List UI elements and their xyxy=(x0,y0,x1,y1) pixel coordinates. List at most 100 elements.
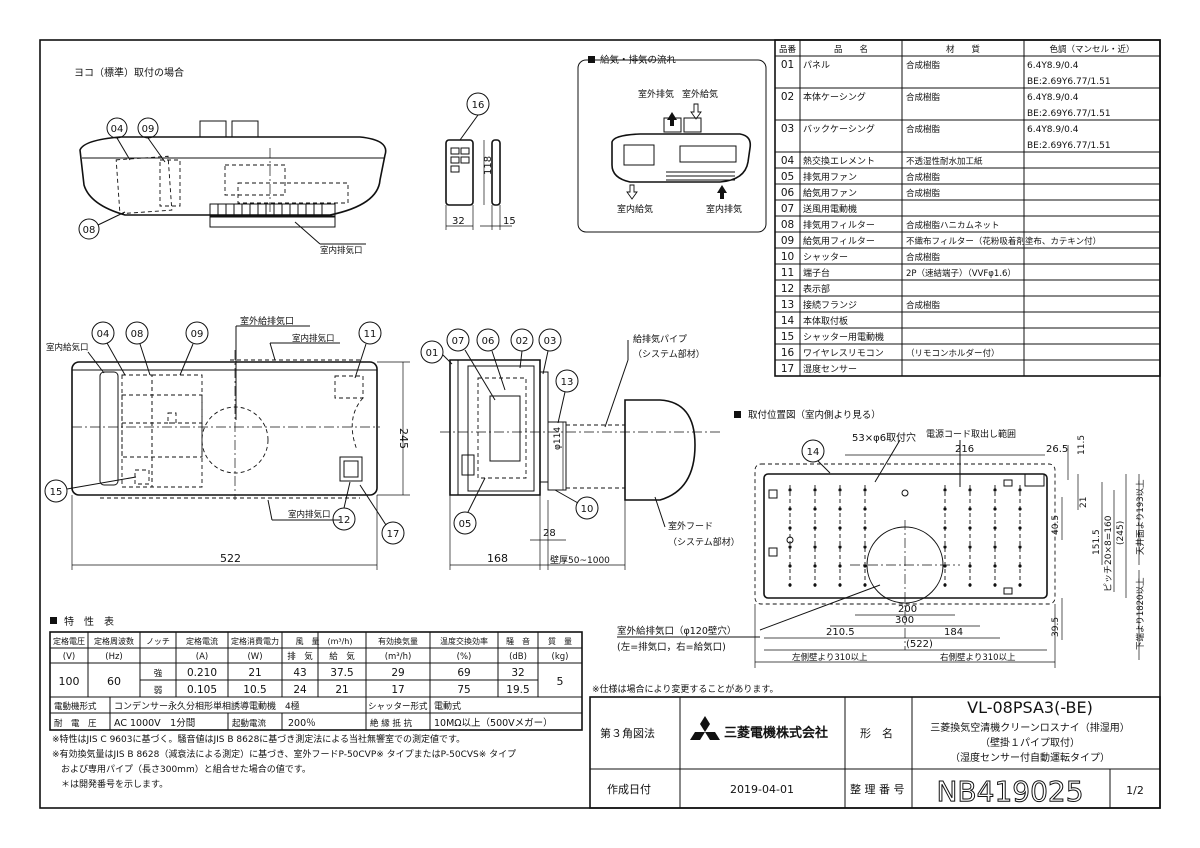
parts-header-1: 品 名 xyxy=(834,44,868,55)
part-name-02: 本体ケーシング xyxy=(803,91,866,103)
model-number: VL-08PSA3(-BE) xyxy=(967,698,1093,717)
part-material-13: 合成樹脂 xyxy=(906,300,941,311)
part-color-02-0: 6.4Y8.9/0.4 xyxy=(1027,93,1079,103)
mitsubishi-logo-icon xyxy=(690,716,720,740)
side-pipe-label: 給排気パイプ xyxy=(633,333,687,345)
airflow-indoor-exhaust: 室内排気 xyxy=(706,203,742,215)
part-material-06: 合成樹脂 xyxy=(906,188,941,199)
spec-air-sup-1: 21 xyxy=(335,684,348,696)
spec-header-h_noise: 騒 音 xyxy=(506,636,530,646)
front-view: 室内排気口 04 09 08 xyxy=(78,117,387,256)
part-name-10: シャッター xyxy=(803,252,848,263)
spec-power-1: 10.5 xyxy=(243,684,266,696)
plan-view: 522 245 室内給気口 室外給排気口 室内排気口 室内排気口 04 08 0… xyxy=(44,315,410,570)
airflow-indoor-supply: 室内給気 xyxy=(617,203,653,215)
side-callout-03: 03 xyxy=(544,336,557,347)
spec-temp-0: 69 xyxy=(457,667,470,679)
plan-outdoor-port-label: 室外給排気口 xyxy=(240,315,294,327)
mount-dim-151-5: 151.5 xyxy=(1092,529,1102,555)
side-hood-note: （システム部材） xyxy=(668,536,740,548)
parts-header-2: 材 質 xyxy=(946,44,981,55)
note-line-2: ※有効換気量はJIS B 8628（減衰法による測定）に基づき、室外フードP-5… xyxy=(52,748,516,760)
part-material-05: 合成樹脂 xyxy=(906,172,941,183)
plan-supply-label: 室内給気口 xyxy=(46,342,89,353)
airflow-title: 給気・排気の流れ xyxy=(600,54,677,66)
page-number: 1/2 xyxy=(1126,784,1144,797)
mount-dim-184: 184 xyxy=(944,627,963,638)
spec-table: 特 性 表定格電圧(V)定格周波数(Hz)ノッチ定格電流(A)定格消費電力(W)… xyxy=(49,615,583,731)
spec-header-h_voltage: 定格電圧 xyxy=(53,636,85,646)
parts-header-0: 品番 xyxy=(779,44,797,55)
part-color-03-1: BE:2.69Y6.77/1.51 xyxy=(1027,141,1111,151)
spec-insul-value: 10MΩ以上（500Vメガー） xyxy=(434,717,553,729)
part-material-08: 合成樹脂ハニカムネット xyxy=(906,220,1000,231)
part-no-16: 16 xyxy=(781,347,795,359)
part-no-07: 07 xyxy=(781,203,794,215)
spec-shutter-value: 電動式 xyxy=(434,700,461,712)
plan-callout-12: 12 xyxy=(338,515,351,526)
spec-withstand-label: 耐 電 圧 xyxy=(54,718,97,729)
spec-header-air-ex: 排 気 xyxy=(287,651,313,662)
mount-port-note: (左=排気口，右=給気口) xyxy=(617,641,726,653)
part-no-17: 17 xyxy=(781,363,794,375)
side-callout-02: 02 xyxy=(516,336,529,347)
mount-port-label: 室外給排気口（φ120壁穴） xyxy=(617,625,736,637)
spec-unit-u_eff_air: (m³/h) xyxy=(385,652,412,662)
part-material-09: 不織布フィルター（花粉吸着剤塗布、カテキン付） xyxy=(906,236,1101,247)
part-name-14: 本体取付板 xyxy=(803,315,848,327)
plan-callout-09: 09 xyxy=(191,329,204,340)
part-material-02: 合成樹脂 xyxy=(906,92,941,103)
spec-header-h_current: 定格電流 xyxy=(186,636,218,646)
part-name-17: 湿度センサー xyxy=(803,363,857,375)
spec-temp-1: 75 xyxy=(457,684,470,696)
date-value: 2019-04-01 xyxy=(730,783,794,796)
mount-dim-right-wall: 右側壁より310以上 xyxy=(940,652,1016,663)
parts-header-3: 色調（マンセル・近） xyxy=(1049,44,1134,55)
arrow-down-outline-icon-2 xyxy=(626,184,638,200)
side-view: 168 28 壁厚50~1000 φ114 給排気パイプ （システム部材） 室外… xyxy=(420,328,740,570)
part-no-09: 09 xyxy=(781,235,794,247)
spec-air-sup-0: 37.5 xyxy=(330,667,353,679)
plan-exhaust-bottom-label: 室内排気口 xyxy=(288,509,331,520)
spec-current-0: 0.210 xyxy=(187,667,217,679)
airflow-diagram: 給気・排気の流れ 室外排気 室外給気 室内給気 室内排気 xyxy=(577,54,767,233)
airflow-outdoor-supply: 室外給気 xyxy=(682,88,718,100)
spec-power-0: 21 xyxy=(248,667,261,679)
part-material-04: 不透湿性耐水加工紙 xyxy=(906,156,983,167)
side-dim-28: 28 xyxy=(543,528,556,539)
part-name-11: 端子台 xyxy=(803,267,830,279)
remote-dim-width: 32 xyxy=(452,216,465,227)
spec-unit-u_power: (W) xyxy=(247,652,262,662)
model-desc-2: （壁掛１パイプ取付） xyxy=(980,736,1080,749)
part-name-04: 熱交換エレメント xyxy=(803,155,875,167)
remote-dim-height: 118 xyxy=(483,156,494,175)
mount-holes xyxy=(788,439,1022,590)
spec-current-1: 0.105 xyxy=(187,684,217,696)
spec-header-h_freq: 定格周波数 xyxy=(94,636,134,646)
part-no-05: 05 xyxy=(781,171,794,183)
spec-eff-0: 29 xyxy=(391,667,404,679)
spec-unit-u_freq: (Hz) xyxy=(105,652,123,662)
spec-eff-1: 17 xyxy=(391,684,404,696)
plan-callout-04: 04 xyxy=(97,329,110,340)
spec-header-h_eff_air: 有効換気量 xyxy=(378,636,418,646)
front-callout-09: 09 xyxy=(142,124,155,135)
spec-air-ex-1: 24 xyxy=(293,684,307,696)
spec-unit-u_mass: (kg) xyxy=(552,652,569,662)
spec-motor-value: コンデンサー永久分相形単相誘導電動機 4極 xyxy=(114,700,300,712)
mount-dim-ceiling: 天井面より193以上 xyxy=(1135,479,1146,555)
spec-insul-label: 絶 縁 抵 抗 xyxy=(370,718,413,729)
side-dim-114: φ114 xyxy=(553,427,563,450)
part-no-11: 11 xyxy=(781,267,794,279)
part-no-02: 02 xyxy=(781,91,794,103)
part-no-04: 04 xyxy=(781,155,795,167)
mount-dim-522: (522) xyxy=(906,639,933,650)
spec-shutter-label: シャッター形式 xyxy=(368,701,428,712)
part-color-01-1: BE:2.69Y6.77/1.51 xyxy=(1027,77,1111,87)
mount-cord-label: 電源コード取出し範囲 xyxy=(926,428,1016,440)
arrow-down-outline-icon xyxy=(690,103,702,120)
part-name-08: 排気用フィルター xyxy=(803,219,875,231)
remote-view: 16 32 15 118 xyxy=(445,92,516,230)
